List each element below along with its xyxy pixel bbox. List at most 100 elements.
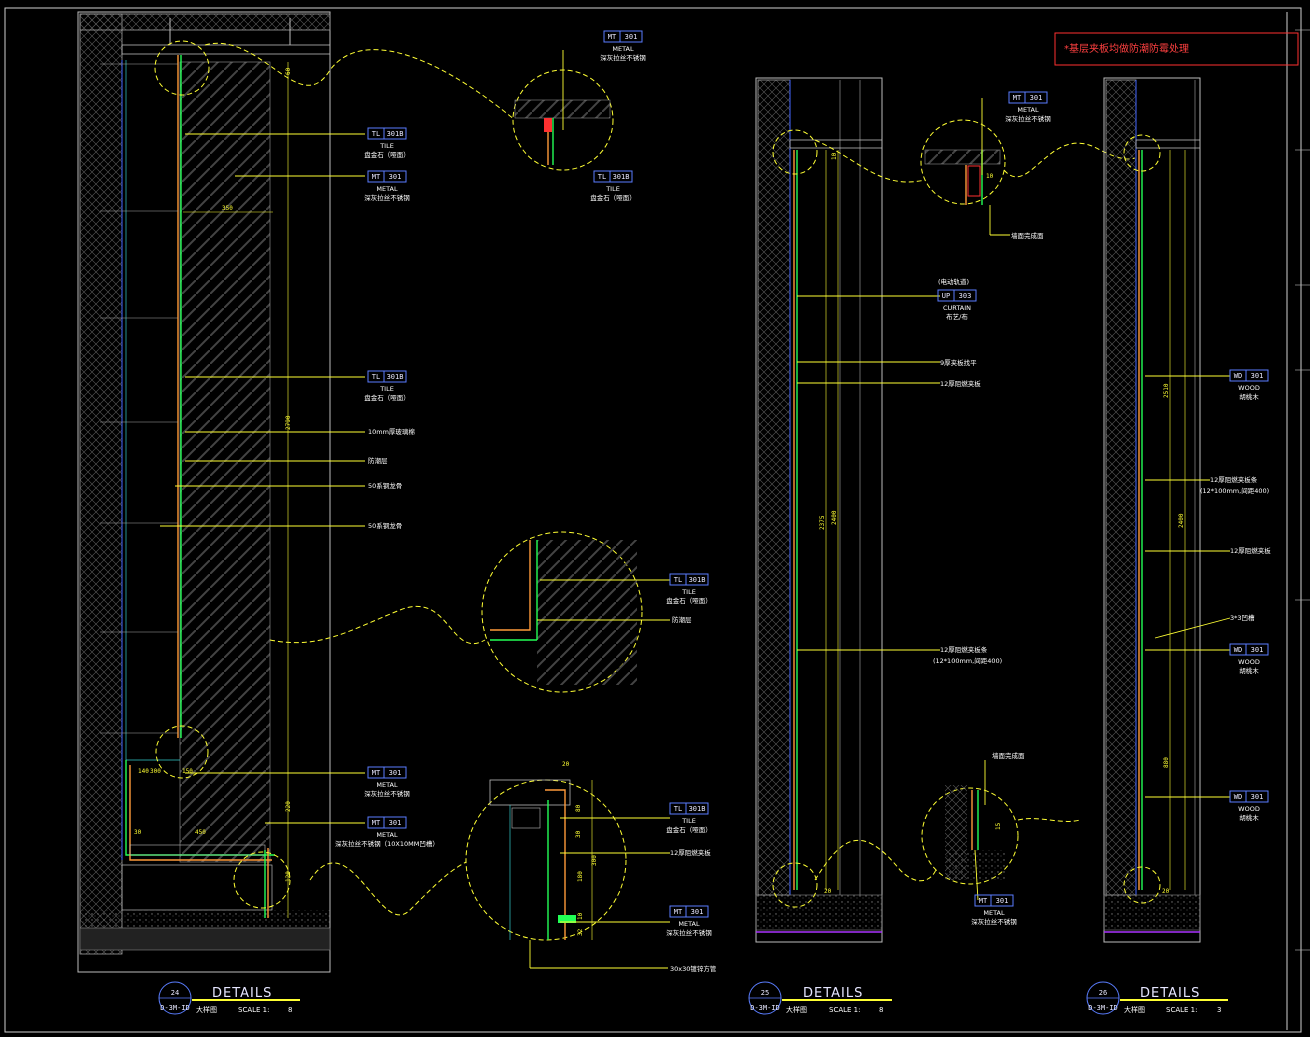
detail-25-drawing — [755, 77, 940, 943]
scale-label: SCALE 1: — [238, 1006, 269, 1014]
tag-note: 盘金石（哑面） — [666, 596, 712, 605]
dim-label: 120 — [285, 871, 292, 882]
detail-24-bubble-bottom — [465, 779, 670, 969]
tag-number: 301 — [1251, 646, 1264, 654]
note-d25-5: (12*100mm,间距400) — [933, 657, 1002, 665]
detail-26-title-block[interactable]: 26 D-3M-ID DETAILS 大样图 SCALE 1: 3 — [1086, 981, 1228, 1015]
dim-label: 2400 — [1178, 513, 1185, 528]
tag-number: 301 — [996, 897, 1009, 905]
tag-number-box — [619, 30, 643, 43]
dim-label: 140 — [138, 768, 149, 775]
tag-number-box — [383, 127, 407, 140]
tag-note: 盘金石（哑面） — [666, 825, 712, 834]
tag-code: WD — [1234, 372, 1242, 380]
tag-number: 301 — [625, 33, 638, 41]
tag-code: UP — [942, 292, 950, 300]
tag-code: MT — [1013, 94, 1022, 102]
detail-number: 24 — [171, 989, 179, 997]
note-d26-3: 12厚阻燃夹板 — [1230, 546, 1271, 555]
dim-label: 220 — [285, 801, 292, 812]
detail-24-title-block[interactable]: 24 D-3M-ID DETAILS 大样图 SCALE 1: 8 — [158, 981, 300, 1015]
tag-number-box — [1245, 369, 1269, 382]
dim-label: 180 — [577, 871, 584, 882]
tag-code: WD — [1234, 646, 1242, 654]
tag-number: 301B — [613, 173, 630, 181]
detail-number: 26 — [1099, 989, 1107, 997]
tag-material: METAL — [612, 45, 634, 53]
detail-number: 25 — [761, 989, 769, 997]
note-d25-3: 12厚阻燃夹板 — [940, 379, 981, 388]
tag-note: 深灰拉丝不锈钢 — [600, 53, 646, 62]
tag-code: TL — [372, 373, 380, 381]
scale-value: 3 — [1217, 1006, 1221, 1014]
note-d25-6: 墙面完成面 — [1011, 231, 1044, 240]
note-d24-5: 防潮层 — [672, 615, 692, 624]
tag-material: CURTAIN — [943, 304, 971, 312]
tag-number-box — [383, 170, 407, 183]
sheet-frame — [4, 7, 1310, 1033]
tag-number-box — [383, 766, 407, 779]
detail-notes: 10mm厚玻璃棉 防潮层 50系钢龙骨 50系钢龙骨 防潮层 12厚阻燃夹板 3… — [368, 231, 1271, 973]
tag-material: WOOD — [1238, 384, 1260, 392]
detail-24-drawing — [77, 11, 516, 973]
note-d25-2: 9厚夹板找平 — [940, 358, 977, 367]
tag-number: 301 — [389, 173, 402, 181]
note-d24-7: 30x30镀锌方管 — [670, 964, 717, 973]
tag-code: WD — [1234, 793, 1242, 801]
dim-label: 32 — [577, 928, 584, 936]
tag-material: TILE — [681, 817, 696, 825]
tag-number-box — [990, 894, 1014, 907]
tag-number-box — [953, 289, 977, 302]
tag-note: 布艺/布 — [946, 312, 968, 321]
tag-note: 深灰拉丝不锈钢 — [364, 789, 410, 798]
dim-label: 2400 — [831, 510, 838, 525]
note-d26-4: 3*3凹槽 — [1230, 613, 1255, 622]
note-d25-4: 12厚阻燃夹板条 — [940, 645, 988, 654]
tag-number-box — [383, 370, 407, 383]
note-d24-3: 50系钢龙骨 — [368, 481, 402, 490]
warning-note-text: *基层夹板均做防潮防霉处理 — [1064, 42, 1189, 55]
tag-note: 深灰拉丝不锈钢 — [666, 928, 712, 937]
note-d25-7: 墙面完成面 — [992, 751, 1025, 760]
tag-note: 胡桃木 — [1239, 666, 1259, 675]
dim-label: 300 — [591, 855, 598, 866]
note-d24-1: 10mm厚玻璃棉 — [368, 427, 415, 436]
tag-note: 深灰拉丝不锈钢 — [364, 193, 410, 202]
tag-material: TILE — [605, 185, 620, 193]
tag-material: TILE — [681, 588, 696, 596]
detail-24-bubble-mid — [481, 531, 670, 693]
dim-label: 880 — [1163, 757, 1170, 768]
dim-label: 10 — [831, 152, 838, 160]
tag-code: MT — [372, 769, 381, 777]
detail-subtitle: 大样图 — [1124, 1005, 1145, 1014]
tag-material: TILE — [379, 142, 394, 150]
dim-label: 450 — [195, 829, 206, 836]
dimension-labels: 60 350 2790 220 120 140 300 450 30 150 2… — [134, 67, 1185, 936]
tag-material: METAL — [376, 185, 398, 193]
tag-number-box — [685, 573, 709, 586]
tag-note: 深灰拉丝不锈钢 — [1005, 114, 1051, 123]
sheet-ref: D-3M-ID — [750, 1004, 780, 1012]
detail-25-title-block[interactable]: 25 D-3M-ID DETAILS 大样图 SCALE 1: 8 — [748, 981, 892, 1015]
dim-label: 20 — [562, 761, 570, 768]
tag-material: METAL — [678, 920, 700, 928]
detail-title: DETAILS — [803, 986, 863, 1001]
